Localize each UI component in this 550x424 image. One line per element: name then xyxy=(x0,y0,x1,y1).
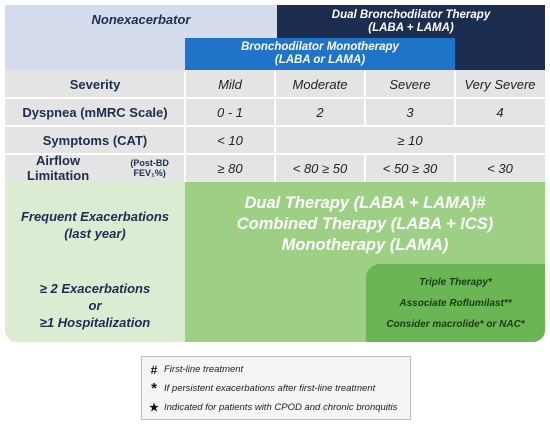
legend-text: First-line treatment xyxy=(164,364,244,375)
nonexacerbator-label: Nonexacerbator xyxy=(91,11,191,27)
legend-text: Indicated for patients with CPOD and chr… xyxy=(164,402,398,413)
cell-symptoms-high: ≥ 10 xyxy=(275,126,545,154)
cell-airflow-very-severe: < 30 xyxy=(455,154,545,182)
exac-line3: ≥1 Hospitalization xyxy=(39,314,151,330)
table-divider xyxy=(184,70,186,182)
legend-item: * If persistent exacerbations after firs… xyxy=(148,379,404,398)
advanced-therapy-panel xyxy=(366,264,545,342)
cell-airflow-severe: < 50 ≥ 30 xyxy=(365,154,455,182)
cell-dyspnea-severe: 3 xyxy=(365,98,455,126)
hash-symbol-icon: # xyxy=(150,362,158,377)
legend-item: ★ Indicated for patients with CPOD and c… xyxy=(148,398,404,417)
exacerbator-label-panel xyxy=(5,182,185,342)
cell-airflow-moderate: < 80 ≥ 50 xyxy=(275,154,365,182)
cell-severity-very-severe: Very Severe xyxy=(455,70,545,98)
monotherapy-label: Bronchodilator Monotherapy (LABA or LAMA… xyxy=(185,38,455,70)
advanced-triple: Triple Therapy* xyxy=(419,276,492,288)
legend: # First-line treatment * If persistent e… xyxy=(141,356,411,420)
advanced-macrolide: Consider macrolide* or NAC* xyxy=(386,318,525,330)
asterisk-icon: * xyxy=(151,380,157,397)
cell-dyspnea-mild: 0 - 1 xyxy=(185,98,275,126)
frequent-exacerbations-label: Frequent Exacerbations (last year) xyxy=(5,205,185,245)
cell-severity-mild: Mild xyxy=(185,70,275,98)
advanced-therapy-options: Triple Therapy* Associate Roflumilast** … xyxy=(366,270,545,336)
nonexacerbator-header-bg xyxy=(5,5,277,42)
frequent-line2: (last year) xyxy=(64,226,126,241)
cell-severity-moderate: Moderate xyxy=(275,70,365,98)
monotherapy-line1: Bronchodilator Monotherapy xyxy=(241,41,399,53)
monotherapy-line2: (LABA or LAMA) xyxy=(274,54,366,66)
cell-dyspnea-very-severe: 4 xyxy=(455,98,545,126)
monotherapy-header-bg xyxy=(185,38,455,70)
airflow-label-main: Airflow Limitation xyxy=(27,153,90,183)
advanced-roflumilast: Associate Roflumilast** xyxy=(399,297,512,309)
therapy-dual: Dual Therapy (LABA + LAMA)# xyxy=(244,193,486,212)
frequent-line1: Frequent Exacerbations xyxy=(20,209,170,224)
cell-airflow-mild: ≥ 80 xyxy=(185,154,275,182)
exac-line2: or xyxy=(88,297,102,313)
dual-bronchodilator-line1: Dual Bronchodilator Therapy xyxy=(331,9,491,21)
dual-bronchodilator-label: Dual Bronchodilator Therapy (LABA + LAMA… xyxy=(277,5,545,39)
cell-symptoms-low: < 10 xyxy=(185,126,275,154)
star-icon: ★ xyxy=(149,402,159,414)
dual-bronchodilator-line2: (LABA + LAMA) xyxy=(368,22,454,34)
therapy-options: Dual Therapy (LABA + LAMA)# Combined The… xyxy=(185,192,545,256)
therapy-mono: Monotherapy (LAMA) xyxy=(281,235,449,254)
table-divider xyxy=(364,70,366,126)
nonexacerbator-header-band xyxy=(5,42,185,70)
table-divider xyxy=(454,70,456,126)
legend-text: If persistent exacerbations after first-… xyxy=(164,383,376,394)
cell-dyspnea-moderate: 2 xyxy=(275,98,365,126)
row-label-dyspnea: Dyspnea (mMRC Scale) xyxy=(22,104,168,120)
exac-line1: ≥ 2 Exacerbations xyxy=(39,280,151,296)
table-divider xyxy=(364,154,366,182)
legend-item: # First-line treatment xyxy=(148,360,404,379)
row-label-airflow: Airflow Limitation (Post-BD FEV₁%) xyxy=(5,153,185,183)
row-label-symptoms: Symptoms (CAT) xyxy=(42,132,148,148)
airflow-label-sub: (Post-BD FEV₁%) xyxy=(130,158,169,178)
table-divider xyxy=(454,154,456,182)
exacerbation-criteria-label: ≥ 2 Exacerbations or ≥1 Hospitalization xyxy=(5,276,185,334)
dual-bronchodilator-header-band xyxy=(455,42,545,70)
cell-severity-severe: Severe xyxy=(365,70,455,98)
table-divider xyxy=(274,70,276,182)
therapy-combined: Combined Therapy (LABA + ICS) xyxy=(236,214,494,233)
row-label-severity: Severity xyxy=(69,76,121,92)
